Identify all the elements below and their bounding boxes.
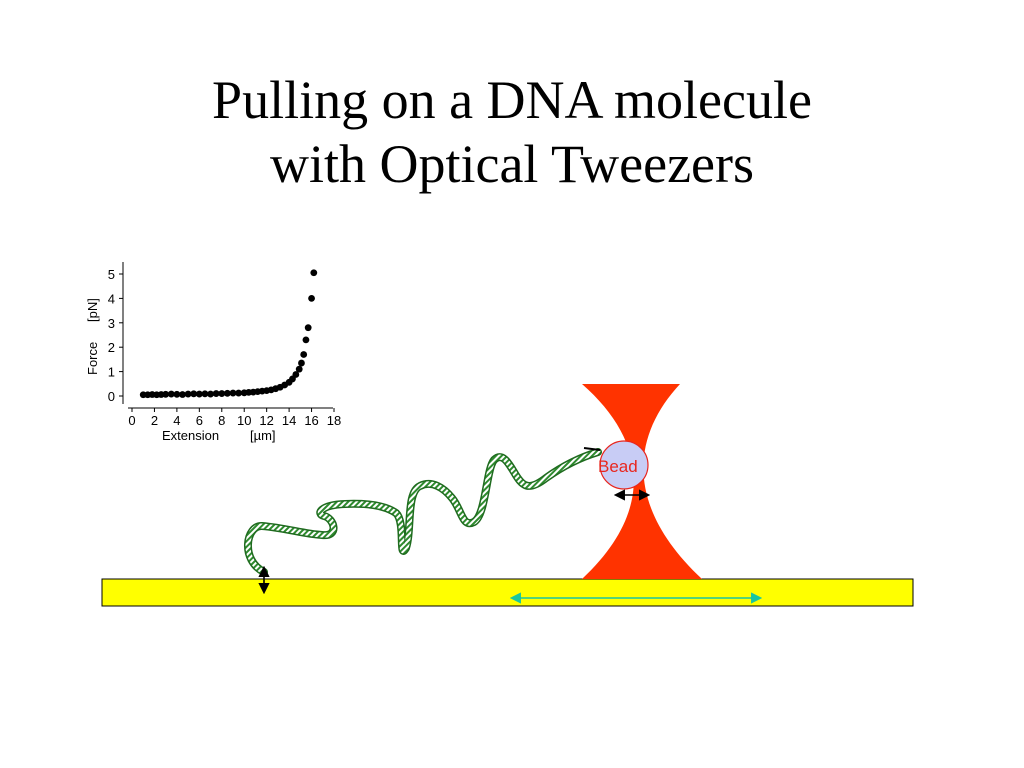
data-point	[162, 390, 170, 398]
y-axis-unit: [pN]	[85, 298, 100, 322]
y-axis-label: Force	[85, 342, 100, 375]
slide-title: Pulling on a DNA molecule with Optical T…	[0, 68, 1024, 196]
data-point	[304, 324, 312, 332]
dna-bead-attachment	[583, 447, 601, 451]
y-tick-label: 5	[108, 267, 115, 282]
y-tick-label: 3	[108, 316, 115, 331]
y-tick-label: 4	[108, 291, 115, 306]
y-tick-label: 1	[108, 365, 115, 380]
title-line-2: with Optical Tweezers	[269, 134, 755, 194]
data-point	[184, 390, 192, 398]
x-tick-label: 16	[304, 413, 318, 428]
data-point	[229, 389, 237, 397]
data-point	[190, 390, 198, 398]
data-point	[207, 390, 214, 398]
data-point	[302, 336, 310, 344]
x-tick-label: 6	[196, 413, 203, 428]
dna-molecule-stripes	[245, 449, 601, 575]
data-point	[195, 390, 203, 398]
data-point	[179, 391, 186, 398]
bead	[599, 440, 649, 490]
data-point	[218, 390, 226, 397]
dna-molecule	[244, 448, 602, 576]
data-point	[167, 390, 175, 398]
data-point	[298, 359, 305, 367]
data-point	[295, 365, 303, 373]
x-axis-label: Extension	[162, 428, 219, 443]
data-point	[292, 371, 300, 378]
x-tick-label: 8	[218, 413, 225, 428]
x-tick-label: 4	[173, 413, 180, 428]
data-point	[235, 389, 243, 397]
data-point	[212, 390, 220, 397]
x-tick-label: 10	[237, 413, 251, 428]
x-axis-unit: [µm]	[250, 428, 276, 443]
x-tick-label: 12	[259, 413, 273, 428]
data-point	[201, 390, 209, 398]
glass-surface	[101, 578, 914, 607]
data-point	[308, 295, 315, 302]
x-tick-label: 0	[128, 413, 135, 428]
bead-label: Bead	[598, 457, 638, 476]
data-point	[310, 269, 318, 277]
y-tick-label: 0	[108, 389, 115, 404]
data-point	[173, 390, 181, 398]
x-tick-label: 18	[327, 413, 341, 428]
data-point	[300, 351, 308, 358]
x-tick-label: 2	[151, 413, 158, 428]
data-point	[223, 389, 231, 397]
y-tick-label: 2	[108, 340, 115, 355]
x-tick-label: 14	[282, 413, 296, 428]
title-line-1: Pulling on a DNA molecule	[212, 70, 812, 130]
